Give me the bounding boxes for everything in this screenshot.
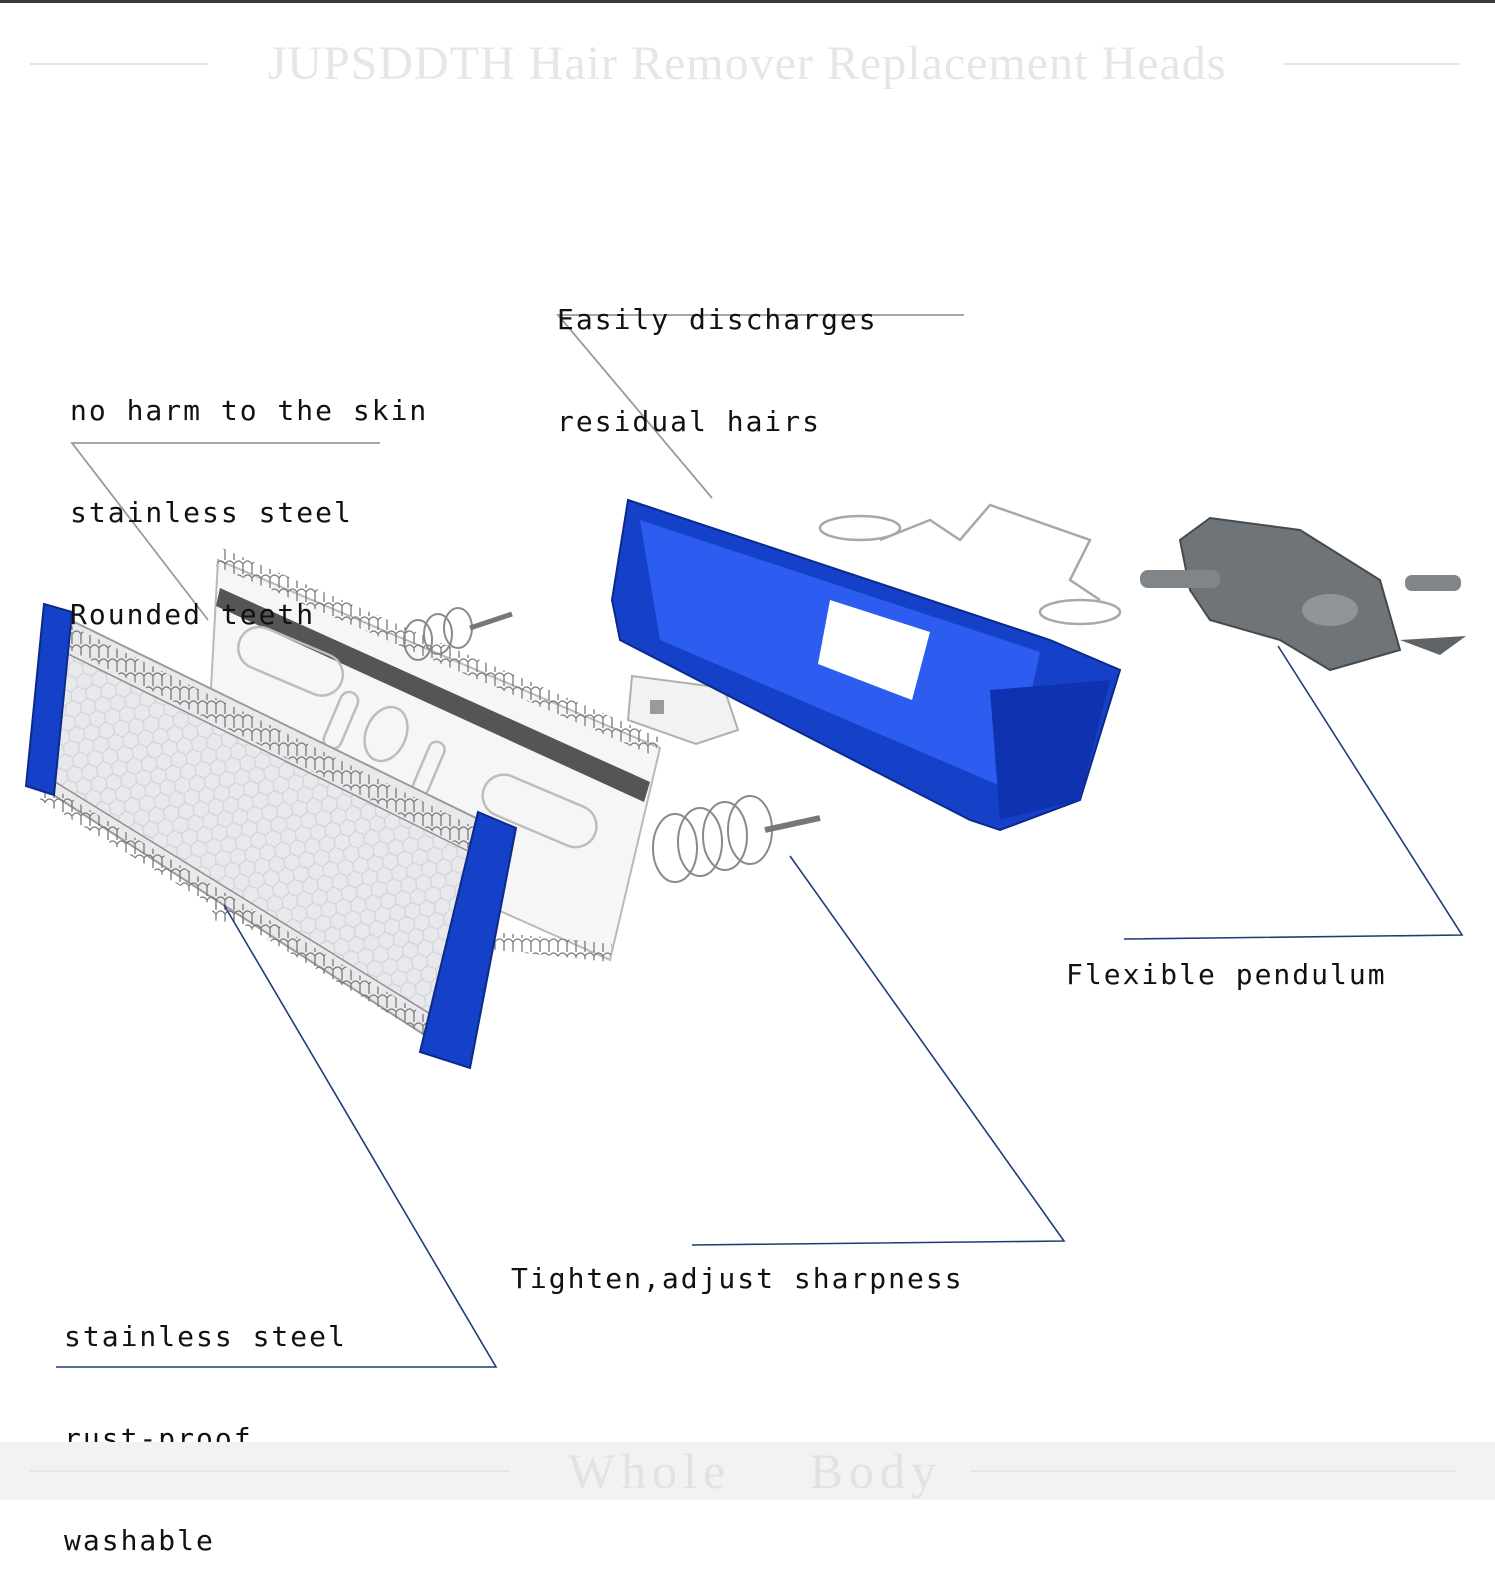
leader-skin xyxy=(70,442,380,621)
tension-spring xyxy=(652,795,821,883)
blue-frame xyxy=(610,498,1122,832)
screw-spring-top xyxy=(403,607,513,661)
callout-line: Easily discharges xyxy=(557,303,878,336)
callout-line: stainless steel xyxy=(70,496,353,529)
callout-line: Flexible pendulum xyxy=(1066,958,1387,991)
callout-flexible-pendulum: Flexible pendulum xyxy=(1066,890,1387,1026)
header-rule-right xyxy=(1283,63,1459,65)
exploded-product-diagram xyxy=(24,314,1466,1368)
header-rule-left xyxy=(30,63,208,65)
callout-tighten-sharpness: Tighten,adjust sharpness xyxy=(511,1194,964,1330)
callout-line: washable xyxy=(64,1524,215,1557)
callout-line: residual hairs xyxy=(557,405,822,438)
leader-tighten xyxy=(691,855,1066,1246)
footer-title: Whole Body xyxy=(567,1443,943,1499)
callout-line: Rounded teeth xyxy=(70,598,316,631)
callout-residual-hairs: Easily discharges residual hairs xyxy=(557,235,878,473)
leader-residual xyxy=(556,314,964,499)
leader-lines xyxy=(56,314,1464,1368)
leader-pendulum xyxy=(1123,645,1464,940)
callout-line: Tighten,adjust sharpness xyxy=(511,1262,964,1295)
leader-steel xyxy=(56,904,498,1368)
footer-rule-right xyxy=(970,1470,1456,1472)
foil-head xyxy=(24,602,518,1070)
header: JUPSDDTH Hair Remover Replacement Heads xyxy=(0,30,1495,100)
callout-line: no harm to the skin xyxy=(70,394,429,427)
callout-skin-safety: no harm to the skin stainless steel Roun… xyxy=(70,326,428,666)
footer-band: Whole Body xyxy=(0,1442,1495,1500)
pendulum-part xyxy=(1140,516,1466,672)
top-border xyxy=(0,0,1495,3)
wire-spring xyxy=(818,503,1122,626)
footer-rule-left xyxy=(30,1470,510,1472)
callout-stainless-steel: stainless steel rust-proof washable xyxy=(64,1252,347,1592)
callout-line: stainless steel xyxy=(64,1320,347,1353)
page-title: JUPSDDTH Hair Remover Replacement Heads xyxy=(267,37,1227,90)
